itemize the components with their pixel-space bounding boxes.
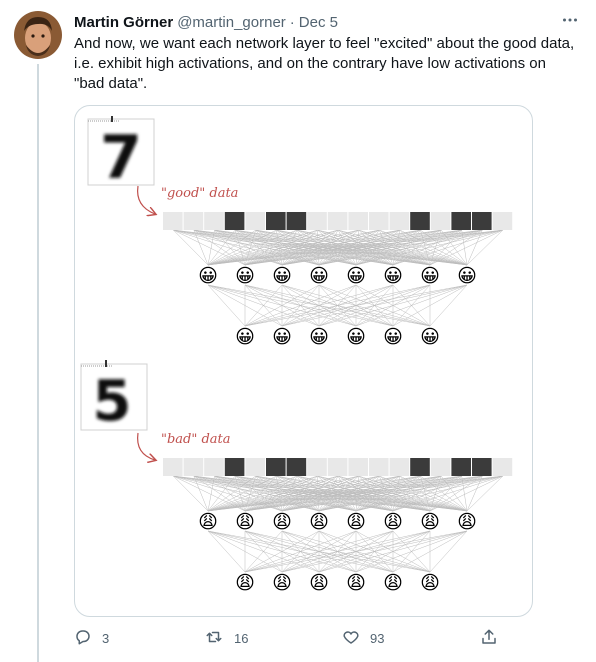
bad-neuron-emoji-1: 😩 (420, 512, 440, 533)
tweet-text: And now, we want each network layer to f… (74, 35, 575, 92)
good-input-cell (369, 212, 389, 230)
good-neuron-emoji-1: 😀 (383, 266, 403, 287)
good-input-cell (389, 212, 410, 230)
good-input-cell (224, 212, 245, 230)
like-count: 93 (370, 630, 385, 646)
bad-input-cell (451, 458, 471, 476)
bad-network: 😩 😩 😩 😩 😩 😩 😩 😩 😩 😩 😩 😩 😩 😩 (163, 458, 513, 594)
bad-input-cell (410, 458, 430, 476)
bad-input-cell (327, 458, 348, 476)
retweet-count: 16 (234, 630, 249, 646)
good-neuron-emoji-2: 😀 (309, 327, 329, 348)
good-neuron-emoji-2: 😀 (383, 327, 403, 348)
bad-input-cell (224, 458, 245, 476)
network-diagram: 7 "good" data 😀 😀 😀 😀 😀 😀 😀 😀 😀 😀 😀 😀 😀 😀 5 "bad" dat… (80, 116, 513, 594)
separator-dot: · (289, 13, 295, 31)
thread-line (37, 64, 39, 662)
bad-digit-image: 5 (80, 360, 148, 434)
good-neuron-emoji-2: 😀 (346, 327, 366, 348)
action-bar: 3 16 93 (74, 626, 504, 650)
retweet-icon (204, 628, 224, 649)
good-network: 😀 😀 😀 😀 😀 😀 😀 😀 😀 😀 😀 😀 😀 😀 (163, 212, 513, 348)
good-input-cell (245, 212, 265, 230)
reply-button[interactable]: 3 (74, 626, 109, 650)
good-input-cell (307, 212, 327, 230)
good-data-label: "good" data (161, 186, 238, 201)
good-neuron-emoji-1: 😀 (272, 266, 292, 287)
good-input-cell (266, 212, 286, 230)
good-input-cell (492, 212, 513, 230)
bad-input-cell (245, 458, 265, 476)
bad-neuron-emoji-1: 😩 (309, 512, 329, 533)
good-input-cell (348, 212, 368, 230)
bad-input-cell (183, 458, 204, 476)
good-neuron-emoji-1: 😀 (420, 266, 440, 287)
good-input-cell (183, 212, 204, 230)
good-neuron-emoji-2: 😀 (235, 327, 255, 348)
bad-digit: 5 (93, 369, 132, 434)
heart-icon (342, 628, 360, 649)
share-button[interactable] (480, 626, 498, 650)
good-input-cell (327, 212, 348, 230)
bad-input-cell (389, 458, 410, 476)
bad-neuron-emoji-1: 😩 (235, 512, 255, 533)
more-horizontal-icon[interactable] (560, 10, 580, 30)
good-input-cell (286, 212, 307, 230)
author-name[interactable]: Martin Görner (74, 13, 174, 31)
good-input-cell (204, 212, 224, 230)
good-input-cell (163, 212, 183, 230)
good-input-cell (451, 212, 471, 230)
good-arrow-icon (137, 185, 155, 214)
good-neuron-emoji-1: 😀 (346, 266, 366, 287)
good-neuron-emoji-2: 😀 (272, 327, 292, 348)
bad-input-cell (492, 458, 513, 476)
bad-input-cell (266, 458, 286, 476)
bad-input-cell (163, 458, 183, 476)
bad-neuron-emoji-2: 😩 (309, 573, 329, 594)
bad-neuron-emoji-2: 😩 (420, 573, 440, 594)
bad-data-label: "bad" data (161, 432, 231, 447)
good-neuron-emoji-1: 😀 (198, 266, 218, 287)
author-handle[interactable]: @martin_gorner (177, 13, 286, 31)
bad-neuron-emoji-1: 😩 (272, 512, 292, 533)
bad-neuron-emoji-1: 😩 (383, 512, 403, 533)
good-input-cell (430, 212, 451, 230)
tweet-header: Martin Görner @martin_gorner · Dec 5 (74, 11, 582, 33)
tweet-media-image[interactable]: 7 "good" data 😀 😀 😀 😀 😀 😀 😀 😀 😀 😀 😀 😀 😀 😀 5 "bad" dat… (74, 105, 533, 617)
bad-neuron-emoji-1: 😩 (457, 512, 477, 533)
like-button[interactable]: 93 (342, 626, 384, 650)
bad-neuron-emoji-1: 😩 (198, 512, 218, 533)
bad-connections (173, 475, 504, 573)
bad-neuron-emoji-2: 😩 (235, 573, 255, 594)
share-icon (480, 628, 498, 649)
retweet-button[interactable]: 16 (204, 626, 248, 650)
bad-neuron-emoji-1: 😩 (346, 512, 366, 533)
bad-input-cell (307, 458, 327, 476)
bad-input-cell (430, 458, 451, 476)
good-connections (173, 229, 504, 327)
good-digit-image: 7 (87, 116, 155, 193)
bad-input-cell (369, 458, 389, 476)
reply-count: 3 (102, 630, 110, 646)
bad-input-cell (204, 458, 224, 476)
good-neuron-emoji-1: 😀 (457, 266, 477, 287)
good-input-cell (472, 212, 492, 230)
bad-input-cell (286, 458, 307, 476)
bad-neuron-emoji-2: 😩 (272, 573, 292, 594)
good-digit: 7 (100, 123, 142, 193)
good-neuron-emoji-1: 😀 (309, 266, 329, 287)
bad-input-cell (472, 458, 492, 476)
good-neuron-emoji-1: 😀 (235, 266, 255, 287)
reply-icon (74, 628, 92, 649)
tweet-date[interactable]: Dec 5 (298, 13, 338, 31)
bad-neuron-emoji-2: 😩 (346, 573, 366, 594)
avatar[interactable] (14, 11, 62, 59)
bad-input-cell (348, 458, 368, 476)
good-neuron-emoji-2: 😀 (420, 327, 440, 348)
bad-neuron-emoji-2: 😩 (383, 573, 403, 594)
bad-arrow-icon (137, 432, 155, 460)
good-input-cell (410, 212, 430, 230)
